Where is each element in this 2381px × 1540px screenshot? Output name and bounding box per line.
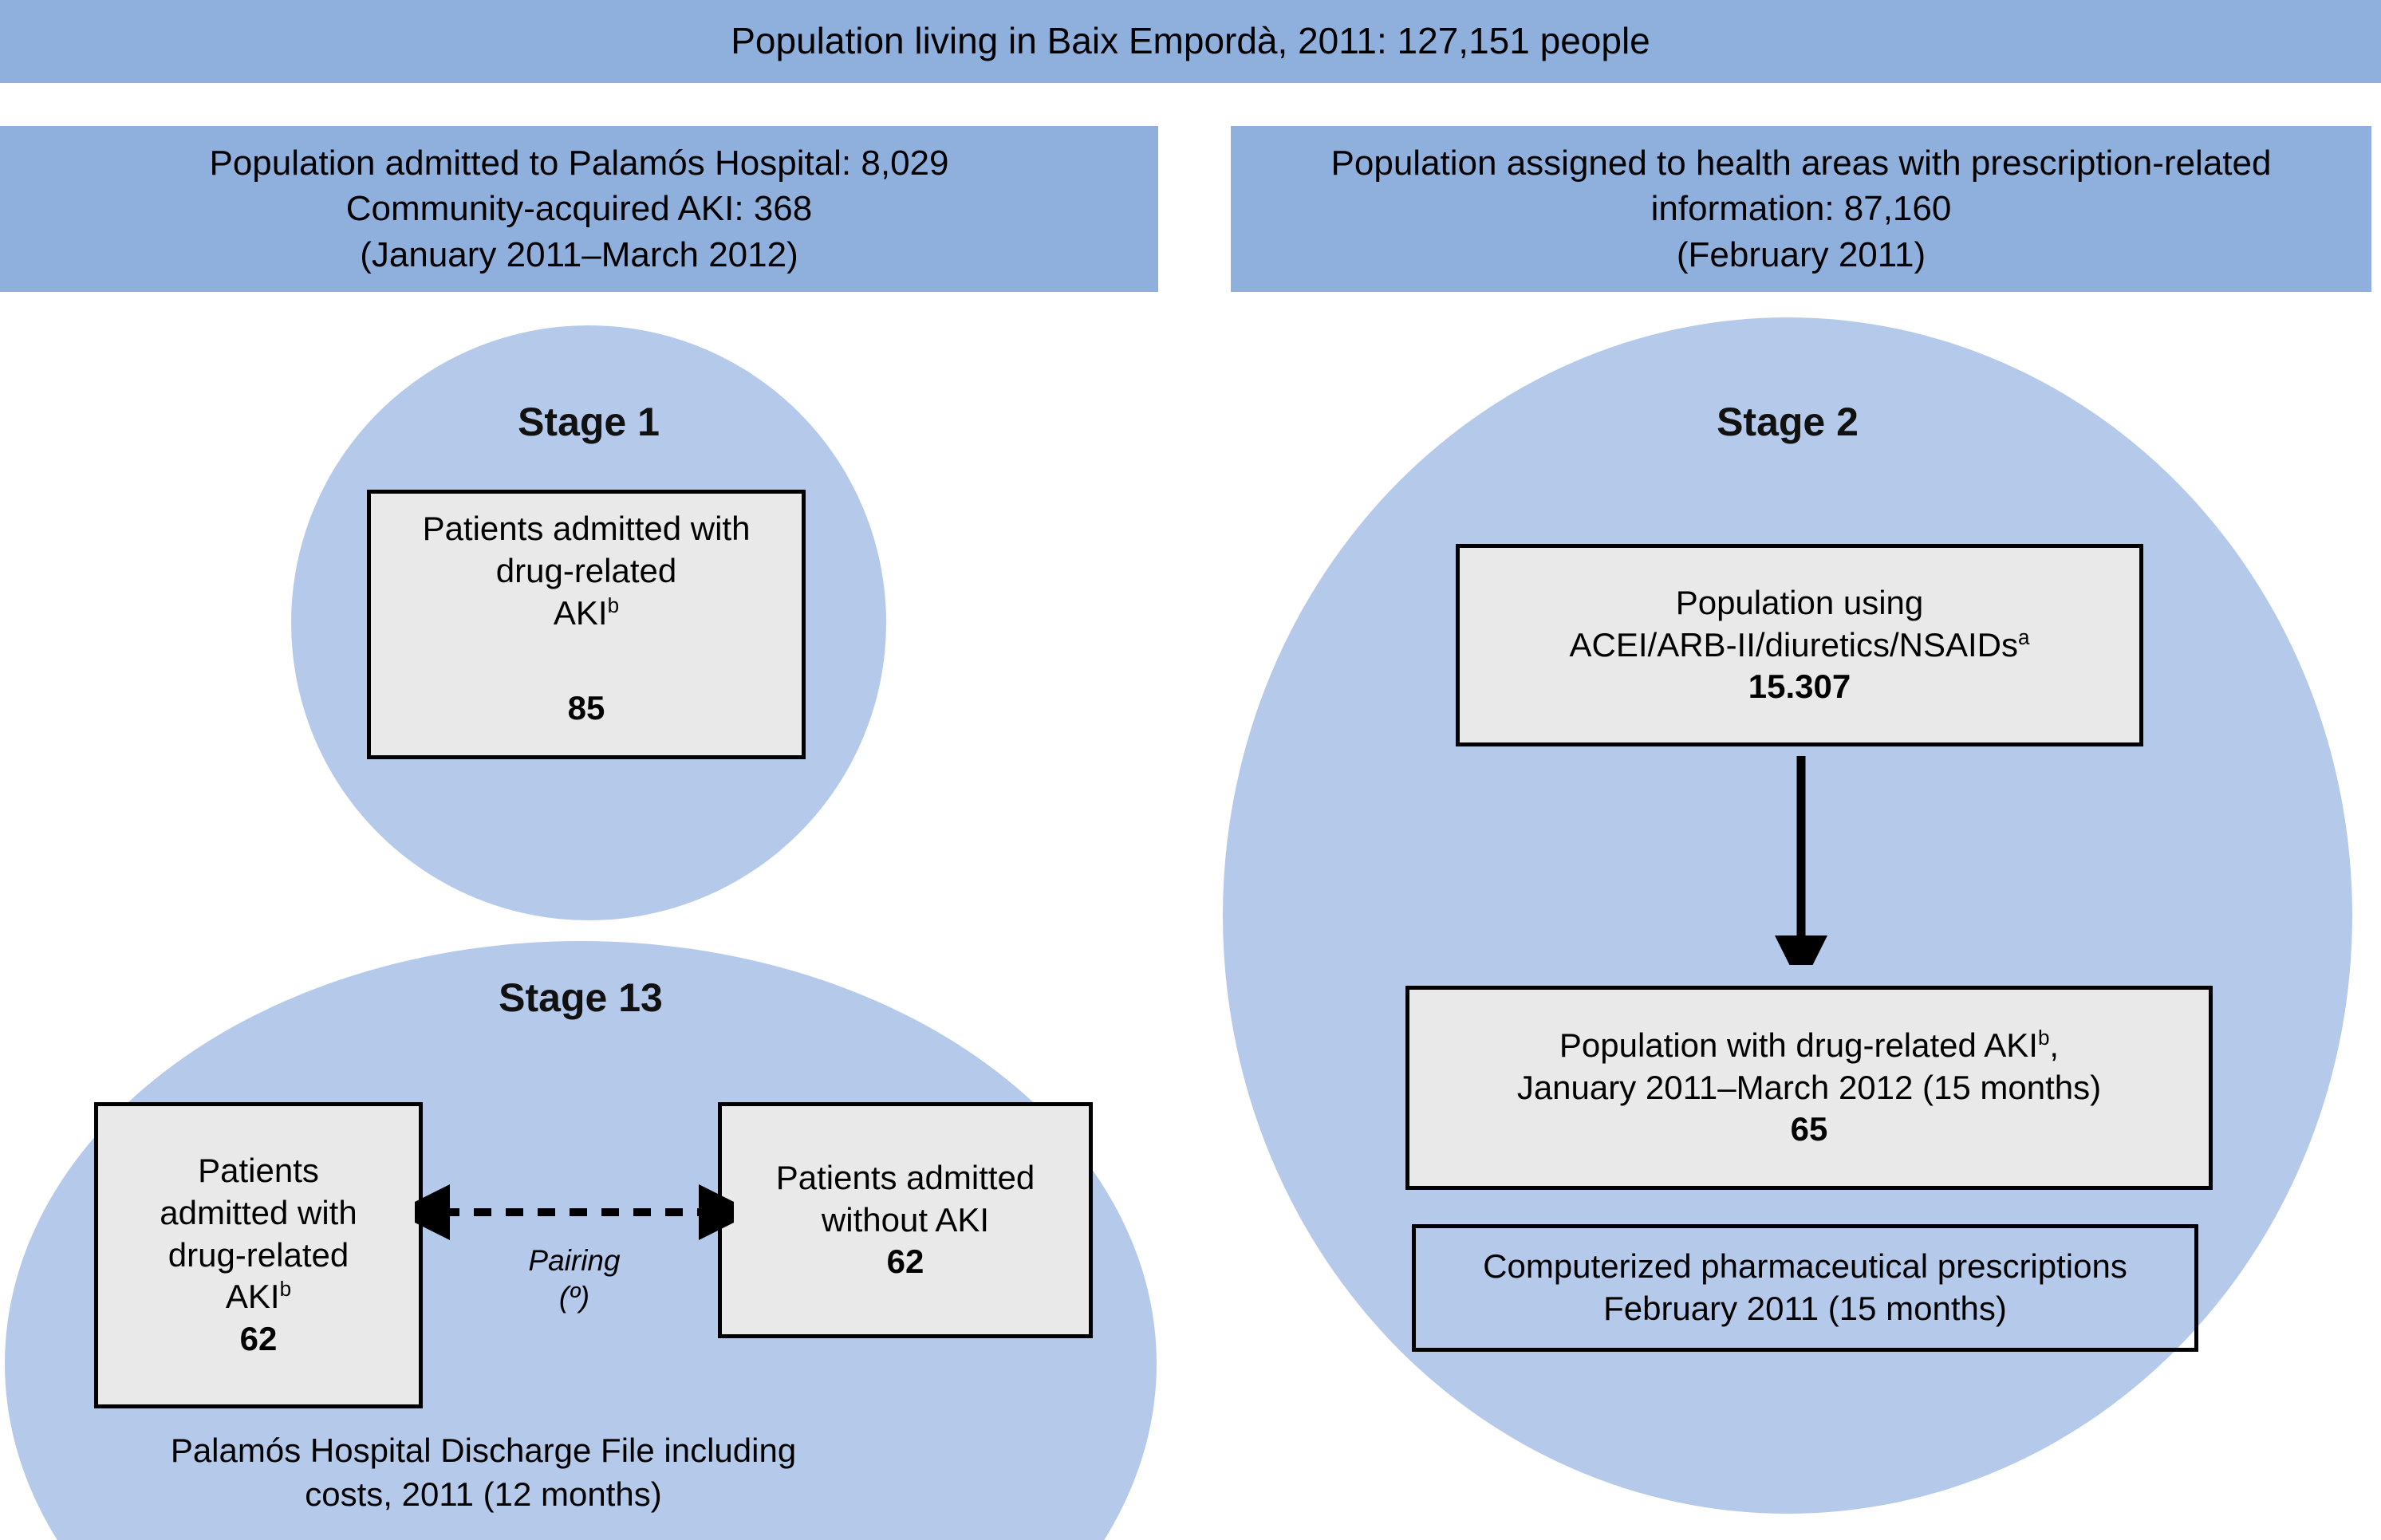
stage1-patients-box: Patients admitted with drug-related AKIb… bbox=[367, 490, 806, 759]
stage1-box-line-2: drug-related bbox=[495, 552, 677, 590]
stage1-box-line-1: Patients admitted with bbox=[422, 510, 751, 548]
stage2-bottom-line-1: Computerized pharmaceutical prescription… bbox=[1483, 1247, 2127, 1286]
left-bar-line-3: (January 2011–March 2012) bbox=[360, 234, 798, 274]
stage13-left-line-4: AKIb bbox=[225, 1277, 292, 1316]
footnote-marker-b: b bbox=[607, 593, 620, 617]
stage13-no-aki-box: Patients admitted without AKI 62 bbox=[718, 1102, 1093, 1338]
left-bar-line-1: Population admitted to Palamós Hospital:… bbox=[209, 144, 949, 183]
stage13-left-line-2: admitted with bbox=[160, 1193, 357, 1231]
stage2-mid-value: 65 bbox=[1790, 1110, 1828, 1148]
down-arrow-icon bbox=[1775, 756, 1827, 965]
stage13-caption: Palamós Hospital Discharge File includin… bbox=[5, 1429, 962, 1516]
pairing-double-arrow-icon bbox=[415, 1184, 734, 1240]
stage2-drug-related-aki-box: Population with drug-related AKIb, Janua… bbox=[1405, 986, 2213, 1190]
stage2-bottom-line-2: February 2011 (15 months) bbox=[1603, 1290, 2007, 1327]
top-population-text: Population living in Baix Empordà, 2011:… bbox=[731, 20, 1650, 62]
stage13-aki-box: Patients admitted with drug-related AKIb… bbox=[94, 1102, 423, 1408]
stage2-population-using-box: Population using ACEI/ARB-II/diuretics/N… bbox=[1456, 544, 2143, 746]
stage2-mid-line-2: January 2011–March 2012 (15 months) bbox=[1516, 1068, 2102, 1106]
stage13-left-line-3: drug-related bbox=[168, 1235, 349, 1274]
stage13-caption-line-2: costs, 2011 (12 months) bbox=[305, 1475, 662, 1513]
stage2-top-line-1: Population using bbox=[1675, 583, 1924, 621]
stage1-box-line-3: AKIb bbox=[553, 593, 620, 632]
stage13-right-line-2: without AKI bbox=[821, 1200, 990, 1239]
right-population-bar: Population assigned to health areas with… bbox=[1231, 126, 2371, 292]
stage1-title: Stage 1 bbox=[518, 400, 660, 444]
stage13-left-value: 62 bbox=[239, 1320, 278, 1358]
pairing-label-group: Pairing (º) bbox=[471, 1243, 678, 1316]
stage13-right-line-1: Patients admitted bbox=[775, 1158, 1035, 1196]
stage13-right-value: 62 bbox=[886, 1243, 924, 1281]
stage2-top-value: 15.307 bbox=[1748, 668, 1851, 706]
footnote-marker-a: a bbox=[2017, 624, 2030, 649]
pairing-note-text: (º) bbox=[558, 1280, 590, 1314]
stage2-prescriptions-box: Computerized pharmaceutical prescription… bbox=[1412, 1224, 2198, 1352]
footnote-marker-b: b bbox=[2037, 1025, 2050, 1050]
stage13-title: Stage 13 bbox=[499, 975, 663, 1020]
stage2-title: Stage 2 bbox=[1717, 400, 1859, 444]
left-population-bar: Population admitted to Palamós Hospital:… bbox=[0, 126, 1158, 292]
left-bar-line-2: Community-acquired AKI: 368 bbox=[345, 189, 813, 229]
right-bar-line-3: (February 2011) bbox=[1676, 234, 1926, 274]
pairing-label-text: Pairing bbox=[528, 1244, 621, 1277]
right-bar-line-2: information: 87,160 bbox=[1650, 189, 1952, 229]
footnote-marker-b: b bbox=[279, 1277, 292, 1302]
right-bar-line-1: Population assigned to health areas with… bbox=[1330, 144, 2272, 183]
stage2-top-line-2: ACEI/ARB-II/diuretics/NSAIDsa bbox=[1569, 624, 2030, 664]
stage2-mid-line-1: Population with drug-related AKIb, bbox=[1559, 1025, 2060, 1064]
stage13-left-line-1: Patients bbox=[198, 1151, 319, 1189]
stage2-circle bbox=[1223, 317, 2352, 1514]
stage1-box-value: 85 bbox=[567, 688, 605, 727]
stage13-caption-line-1: Palamós Hospital Discharge File includin… bbox=[170, 1432, 797, 1469]
top-population-bar: Population living in Baix Empordà, 2011:… bbox=[0, 0, 2381, 83]
